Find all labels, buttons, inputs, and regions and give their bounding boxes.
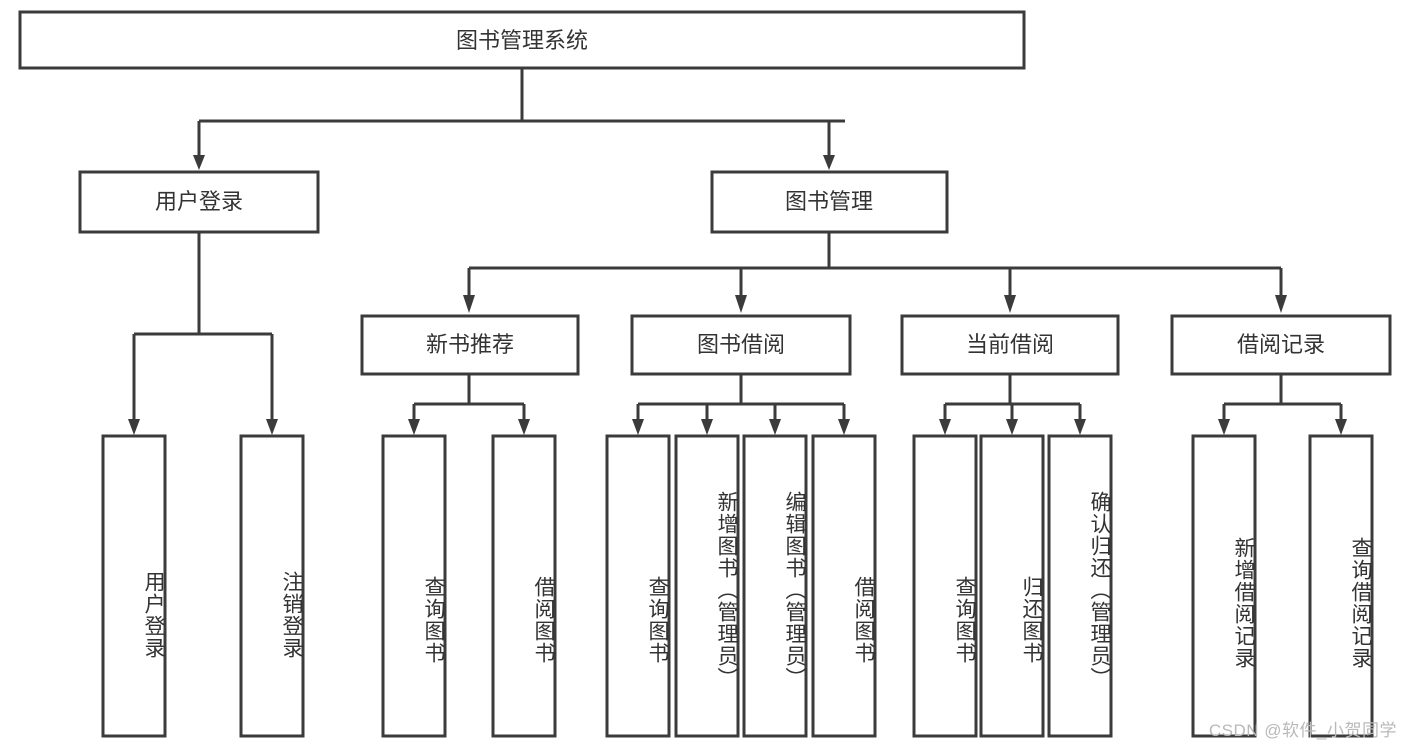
node-borrow-record-label: 借阅记录 <box>1237 332 1325 357</box>
watermark-text: CSDN @软件_小贺同学 <box>1208 721 1397 740</box>
leaf-box-user-logout[interactable] <box>239 434 305 738</box>
leaf-box-add-record[interactable] <box>1191 434 1257 738</box>
connector-root-to-level2 <box>193 68 845 170</box>
leaf-box-query-book-2[interactable] <box>605 434 671 738</box>
node-user-login[interactable]: 用户登录 <box>78 170 320 234</box>
node-new-book-recommend-label: 新书推荐 <box>426 332 514 357</box>
arrow-to-user-login <box>193 155 205 170</box>
arrow-to-book-manage <box>823 155 835 170</box>
connector-borrow-record-to-leaves <box>1218 375 1347 435</box>
node-borrow-record[interactable]: 借阅记录 <box>1170 314 1392 376</box>
node-current-borrow-label: 当前借阅 <box>966 332 1054 357</box>
leaf-box-return-book[interactable] <box>979 434 1045 738</box>
connector-user-login-to-leaves <box>128 232 278 435</box>
node-root[interactable]: 图书管理系统 <box>18 10 1026 70</box>
connector-book-manage-to-level3 <box>463 232 1287 313</box>
leaf-box-borrow-book-1[interactable] <box>491 434 557 738</box>
node-book-manage-label: 图书管理 <box>785 189 873 214</box>
connector-book-borrow-to-leaves <box>632 375 850 435</box>
connector-current-borrow-to-leaves <box>939 375 1086 435</box>
leaf-box-edit-book[interactable] <box>742 434 808 738</box>
leaf-boxes <box>101 434 1374 738</box>
node-current-borrow[interactable]: 当前借阅 <box>900 314 1120 376</box>
leaf-box-borrow-book-2[interactable] <box>811 434 877 738</box>
leaf-box-user-login[interactable] <box>101 434 167 738</box>
leaf-box-add-book[interactable] <box>674 434 740 738</box>
leaf-box-query-record[interactable] <box>1308 434 1374 738</box>
node-book-borrow[interactable]: 图书借阅 <box>630 314 852 376</box>
node-book-manage[interactable]: 图书管理 <box>710 170 949 234</box>
leaf-box-query-book-1[interactable] <box>381 434 447 738</box>
leaf-box-query-book-3[interactable] <box>912 434 978 738</box>
connector-new-book-recommend-to-leaves <box>408 375 530 435</box>
node-user-login-label: 用户登录 <box>155 189 243 214</box>
node-book-borrow-label: 图书借阅 <box>697 332 785 357</box>
node-new-book-recommend[interactable]: 新书推荐 <box>360 314 580 376</box>
node-root-label: 图书管理系统 <box>456 28 588 53</box>
leaf-box-confirm-return[interactable] <box>1047 434 1113 738</box>
